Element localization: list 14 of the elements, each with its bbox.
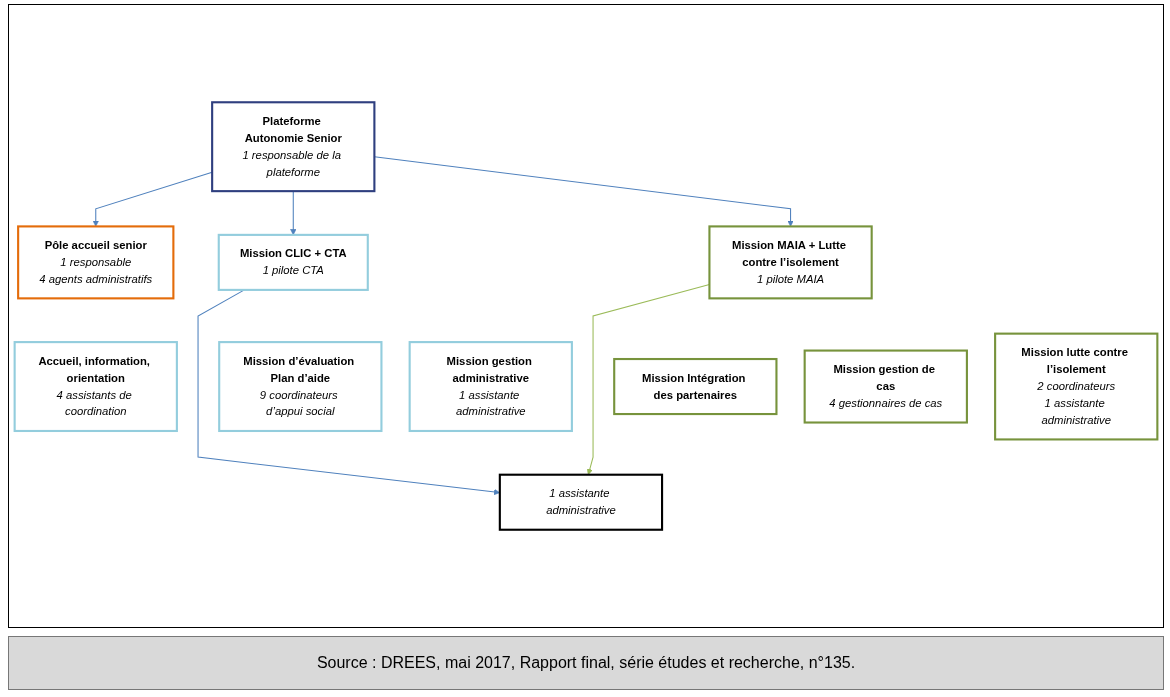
node-box: Pôle accueil senior 1 responsable 4 agents administratifs (17, 225, 175, 300)
node-box: Mission gestion administrative 1 assistante administrative (408, 341, 573, 433)
node-box: Mission MAIA + Lutte contre l’isolement 1 pilote MAIA (708, 225, 873, 300)
node-box: Mission Intégration des partenaires (613, 357, 778, 416)
node-box: 1 assistante administrative (498, 473, 664, 531)
node-box: Mission gestion de cas 4 gestionnaires de cas (803, 349, 968, 424)
node-box: Mission CLIC + CTA 1 pilote CTA (217, 233, 369, 291)
node-box: Accueil, information, orientation 4 assistants de coordination (13, 341, 178, 433)
node-box: Mission d’évaluation Plan d’aide 9 coordinateurs d’appui social (218, 341, 383, 433)
arrow (92, 171, 213, 227)
node-box: Plateforme Autonomie Senior 1 responsable de la plateforme (211, 101, 376, 193)
caption: Source : DREES, mai 2017, Rapport final, série études et recherche, n°135. (316, 654, 856, 672)
node-box: Mission lutte contre l’isolement 2 coordinateurs 1 assistante administrative (994, 332, 1159, 441)
arrow (586, 283, 710, 475)
